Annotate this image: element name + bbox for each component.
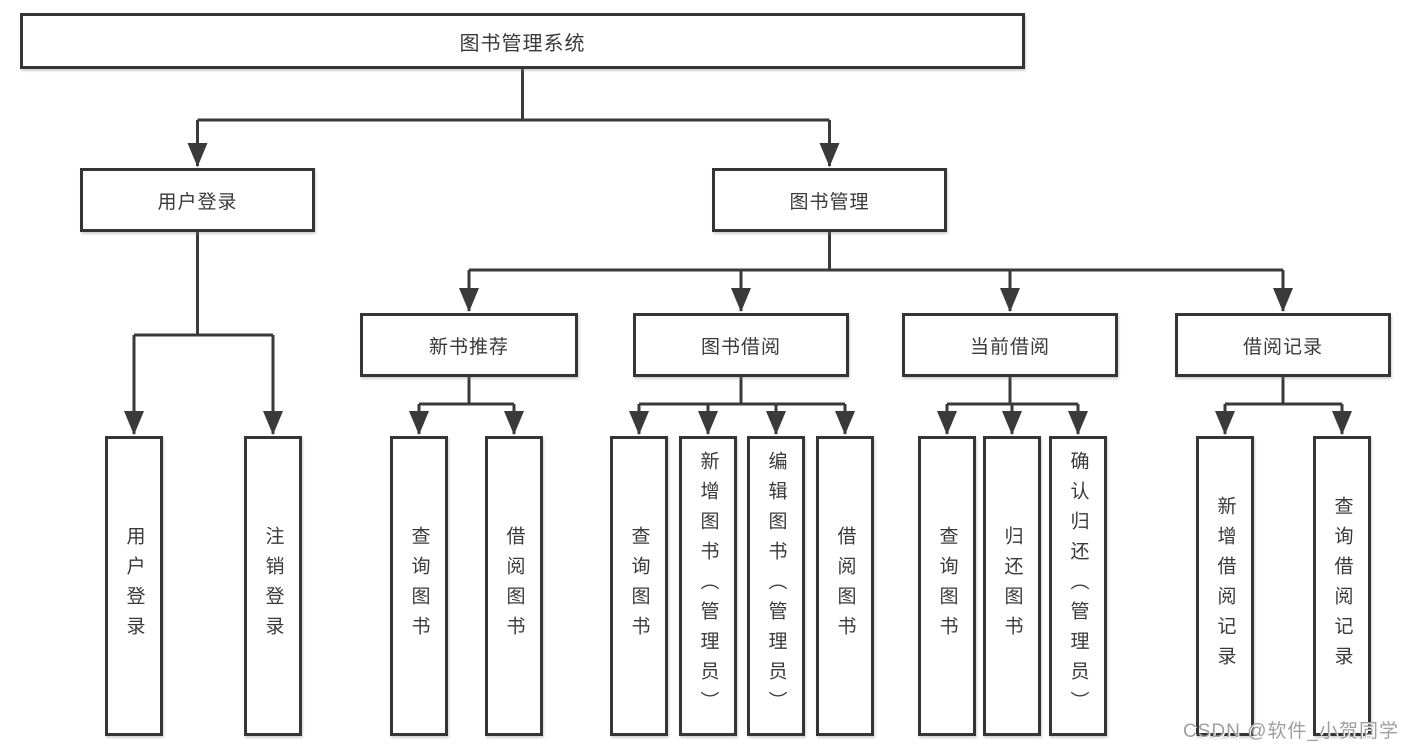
node-query-books-recommend: 查询图书 bbox=[390, 436, 448, 736]
node-label: 查询图书 bbox=[628, 526, 650, 646]
csdn-watermark: CSDN @软件_小贺同学 bbox=[1183, 721, 1399, 742]
node-label: 用户登录 bbox=[123, 526, 145, 646]
node-confirm-return-admin: 确认归还（管理员） bbox=[1049, 436, 1107, 736]
node-book-management: 图书管理 bbox=[712, 168, 947, 232]
node-label: 归还图书 bbox=[1001, 526, 1023, 646]
connector-new-book-recommend-children bbox=[409, 377, 524, 435]
node-new-book-recommend: 新书推荐 bbox=[360, 313, 578, 377]
node-add-borrow-record: 新增借阅记录 bbox=[1196, 436, 1254, 736]
connector-book-management-children bbox=[459, 232, 1293, 312]
node-label: 借阅图书 bbox=[503, 526, 525, 646]
connector-user-login-children bbox=[124, 232, 283, 435]
node-label: 编辑图书（管理员） bbox=[765, 451, 787, 721]
node-root: 图书管理系统 bbox=[20, 13, 1025, 69]
node-label: 确认归还（管理员） bbox=[1067, 451, 1089, 721]
node-label: 借阅图书 bbox=[834, 526, 856, 646]
node-borrow-books-borrow: 借阅图书 bbox=[816, 436, 874, 736]
node-query-books-current: 查询图书 bbox=[918, 436, 976, 736]
node-return-book: 归还图书 bbox=[983, 436, 1041, 736]
node-add-book-admin: 新增图书（管理员） bbox=[679, 436, 737, 736]
connector-borrow-records-children bbox=[1215, 377, 1352, 435]
node-borrow-books-recommend: 借阅图书 bbox=[485, 436, 543, 736]
node-label: 注销登录 bbox=[262, 526, 284, 646]
node-label: 查询借阅记录 bbox=[1331, 496, 1353, 676]
connector-book-borrow-children bbox=[629, 377, 855, 435]
node-edit-book-admin: 编辑图书（管理员） bbox=[747, 436, 805, 736]
node-query-borrow-record: 查询借阅记录 bbox=[1313, 436, 1371, 736]
node-label: 查询图书 bbox=[408, 526, 430, 646]
node-logout-leaf: 注销登录 bbox=[244, 436, 302, 736]
node-book-borrow: 图书借阅 bbox=[633, 313, 849, 377]
node-current-borrow: 当前借阅 bbox=[902, 313, 1118, 377]
connector-current-borrow-children bbox=[937, 377, 1088, 435]
node-label: 查询图书 bbox=[936, 526, 958, 646]
node-borrow-records: 借阅记录 bbox=[1175, 313, 1391, 377]
node-user-login: 用户登录 bbox=[80, 168, 315, 232]
node-query-books-borrow: 查询图书 bbox=[610, 436, 668, 736]
connector-root-to-level2 bbox=[187, 69, 840, 167]
node-label: 新增借阅记录 bbox=[1214, 496, 1236, 676]
node-label: 新增图书（管理员） bbox=[697, 451, 719, 721]
node-user-login-leaf: 用户登录 bbox=[105, 436, 163, 736]
